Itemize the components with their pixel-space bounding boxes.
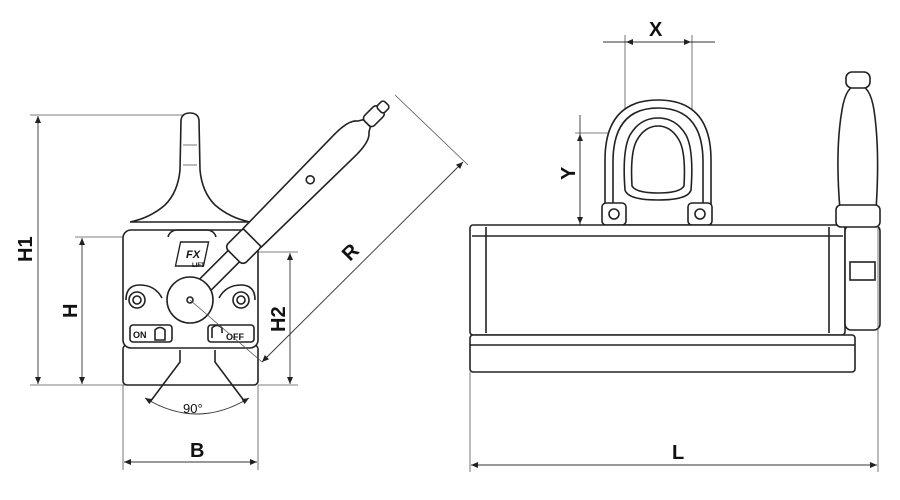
pole-horn — [129, 112, 251, 223]
v-notch — [149, 350, 246, 403]
x-label: X — [649, 19, 663, 41]
lever-handle-front[interactable] — [835, 71, 881, 331]
off-indicator — [207, 324, 255, 343]
off-label: OFF — [226, 332, 244, 342]
on-indicator — [129, 324, 173, 343]
bolt-left — [128, 291, 146, 309]
side-view: H1 H H2 B ON OFF FX — [15, 94, 469, 470]
base-plate-front — [469, 334, 856, 373]
svg-text:LIFT: LIFT — [192, 263, 205, 269]
on-label: ON — [133, 330, 147, 340]
h-label: H — [60, 304, 82, 318]
fx-lift-logo: FX LIFT — [174, 241, 210, 269]
angle-label: 90° — [183, 401, 203, 416]
r-label: R — [338, 239, 364, 265]
angle-arc — [144, 397, 250, 415]
h2-label: H2 — [268, 306, 290, 332]
base-plate — [122, 344, 259, 386]
front-view: X Y L — [469, 19, 881, 472]
h1-label: H1 — [15, 236, 37, 262]
l-label: L — [672, 442, 684, 464]
magnet-body-front — [469, 224, 846, 336]
bolt-right — [232, 291, 250, 309]
b-label: B — [190, 440, 204, 462]
r-dimension-line — [261, 161, 464, 363]
lock-closed-icon — [154, 326, 166, 341]
y-label: Y — [558, 166, 580, 180]
svg-text:FX: FX — [186, 249, 201, 261]
